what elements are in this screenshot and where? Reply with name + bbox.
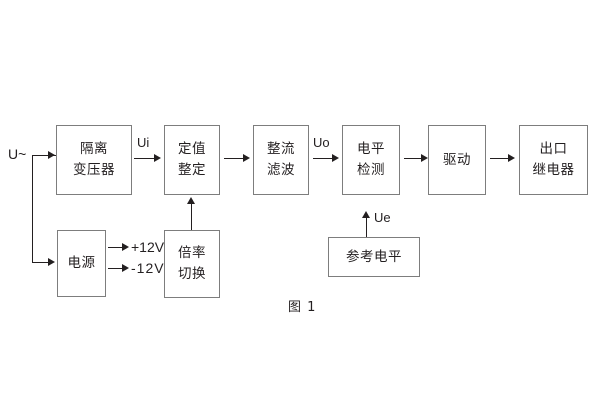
- block-output-relay-line-2: 继电器: [532, 162, 575, 178]
- block-reference-level[interactable]: 参考电平: [328, 237, 420, 277]
- wire-ue: [366, 218, 368, 237]
- block-setting-value-line-2: 整定: [178, 162, 206, 178]
- signal-label-ue: Ue: [374, 210, 391, 225]
- block-isolation-transformer-line-2: 变压器: [73, 162, 115, 178]
- block-power-supply[interactable]: 电源: [57, 230, 106, 297]
- block-level-detection-line-1: 电平: [357, 141, 385, 158]
- wire-rail-negative: [108, 268, 124, 270]
- figure-caption: 图 1: [288, 300, 317, 315]
- wire-uo: [313, 158, 335, 160]
- arrowhead-multiplier-to-setting: [187, 197, 195, 204]
- block-driver-line-1: 驱动: [443, 151, 471, 168]
- block-rectifier-filter-line-1: 整流: [267, 141, 295, 158]
- arrowhead-uo: [332, 154, 339, 162]
- block-output-relay-line-1: 出口: [539, 141, 568, 158]
- block-level-detection[interactable]: 电平 检测: [342, 125, 400, 195]
- block-isolation-transformer-line-1: 隔离: [80, 141, 108, 158]
- wire-level-to-driver: [404, 158, 424, 160]
- signal-label-ui: Ui: [137, 135, 150, 150]
- block-setting-value-line-1: 定值: [178, 141, 206, 158]
- signal-label-uo: Uo: [313, 135, 330, 150]
- wire-to-isolation-transformer: [32, 155, 50, 157]
- wire-input-branch-trunk: [32, 155, 34, 263]
- block-multiplier-switch-line-1: 倍率: [178, 245, 206, 262]
- wire-ui: [134, 158, 156, 160]
- arrowhead-rail-positive: [122, 243, 129, 251]
- block-level-detection-line-2: 检测: [357, 162, 385, 178]
- block-power-supply-line-1: 电源: [67, 255, 96, 272]
- arrowhead-to-isolation-transformer: [48, 151, 55, 159]
- arrowhead-rail-negative: [122, 264, 129, 272]
- wire-to-power-supply: [32, 262, 50, 264]
- block-setting-value[interactable]: 定值 整定: [164, 125, 220, 195]
- block-reference-level-line-1: 参考电平: [346, 248, 402, 265]
- block-multiplier-switch-line-2: 切换: [178, 266, 206, 282]
- rail-label-negative: -12V: [131, 260, 165, 276]
- block-driver[interactable]: 驱动: [428, 125, 486, 195]
- block-output-relay[interactable]: 出口 继电器: [519, 125, 588, 195]
- arrowhead-ui: [154, 154, 161, 162]
- arrowhead-setting-to-rectifier: [243, 154, 250, 162]
- block-rectifier-filter[interactable]: 整流 滤波: [253, 125, 309, 195]
- arrowhead-level-to-driver: [421, 154, 428, 162]
- block-multiplier-switch[interactable]: 倍率 切换: [164, 230, 220, 298]
- block-rectifier-filter-line-2: 滤波: [267, 162, 295, 178]
- arrowhead-driver-to-relay: [508, 154, 515, 162]
- wire-multiplier-to-setting: [191, 203, 193, 230]
- wire-rail-positive: [108, 247, 124, 249]
- arrowhead-ue: [362, 211, 370, 218]
- wire-driver-to-relay: [490, 158, 513, 160]
- input-supply-label: U~: [8, 146, 27, 162]
- arrowhead-to-power-supply: [48, 258, 55, 266]
- wire-setting-to-rectifier: [224, 158, 245, 160]
- block-isolation-transformer[interactable]: 隔离 变压器: [56, 125, 132, 195]
- rail-label-positive: +12V: [131, 239, 165, 255]
